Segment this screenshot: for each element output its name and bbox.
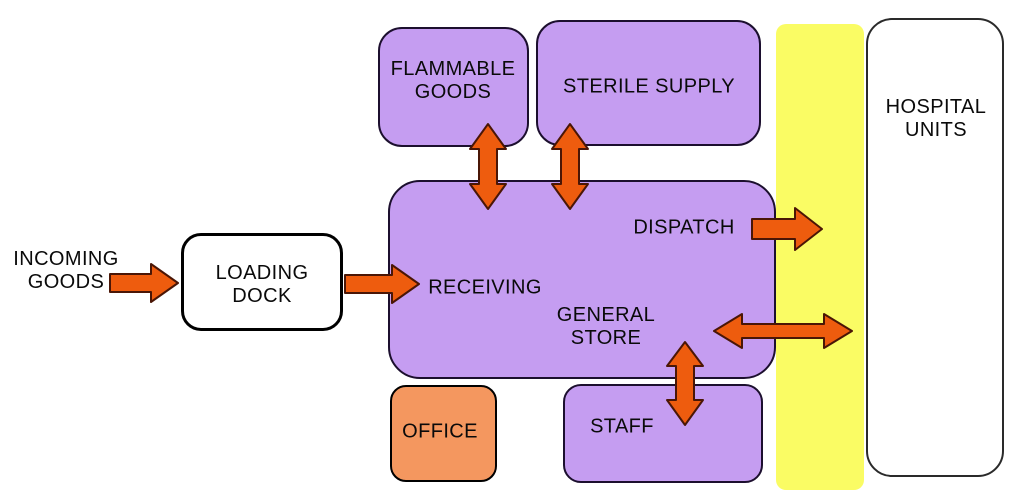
- dispatch-to-hospital-units-arrow: [751, 207, 823, 251]
- hospital-units-label: HOSPITAL UNITS: [885, 96, 987, 141]
- general-store-staff-arrow: [666, 341, 704, 426]
- flammable-goods-label: FLAMMABLE GOODS: [390, 58, 516, 103]
- sterile-supply-general-store-arrow: [551, 123, 589, 210]
- general-store-box: [388, 180, 776, 379]
- staff-box: [563, 384, 763, 483]
- loading-dock-to-receiving-arrow: [344, 264, 420, 304]
- office-label: OFFICE: [402, 420, 478, 443]
- dispatch-label: DISPATCH: [633, 216, 735, 239]
- sterile-supply-box: [536, 20, 761, 146]
- receiving-label: RECEIVING: [428, 276, 542, 299]
- general-store-hospital-units-arrow: [713, 313, 853, 349]
- loading-dock-box: [181, 233, 343, 331]
- corridor-strip: [776, 24, 864, 490]
- incoming-goods-to-loading-dock-arrow: [109, 263, 179, 303]
- sterile-supply-label: STERILE SUPPLY: [563, 75, 735, 98]
- flammable-goods-general-store-arrow: [469, 123, 507, 210]
- staff-label: STAFF: [590, 415, 654, 438]
- hospital-units-box: [866, 18, 1004, 477]
- loading-dock-label: LOADING DOCK: [215, 262, 309, 307]
- incoming-goods-label: INCOMING GOODS: [13, 248, 119, 293]
- office-box: [390, 385, 497, 482]
- flammable-goods-box: [378, 27, 529, 147]
- general-store-label: GENERAL STORE: [556, 304, 656, 349]
